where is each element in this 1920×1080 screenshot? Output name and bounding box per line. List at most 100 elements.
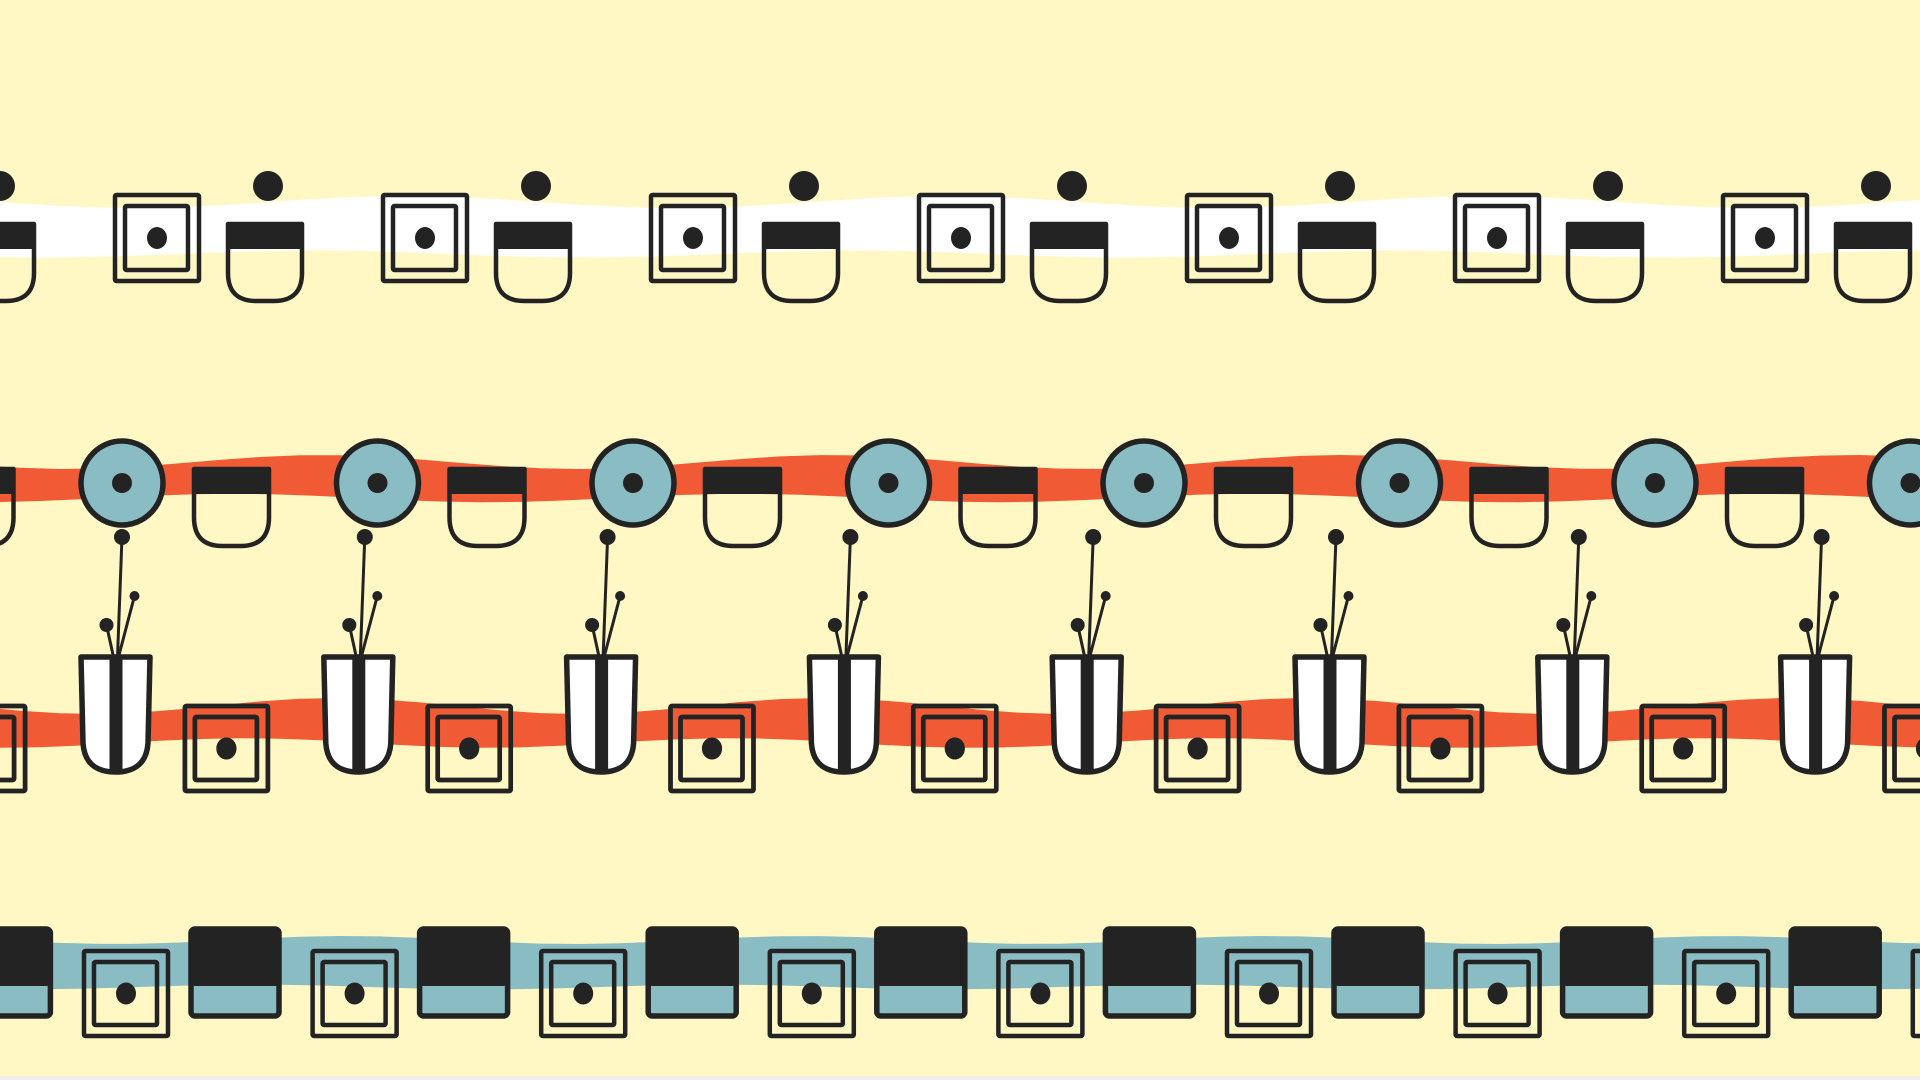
cup xyxy=(1297,221,1377,304)
block-top xyxy=(1562,929,1651,986)
red-band xyxy=(0,698,1920,748)
stem-bud xyxy=(615,591,626,601)
cup xyxy=(493,221,573,304)
stem xyxy=(359,595,379,658)
outer-square xyxy=(1224,948,1314,1039)
dot xyxy=(1593,171,1623,201)
dot xyxy=(1325,171,1355,201)
center-dot xyxy=(1673,737,1694,760)
outer-square xyxy=(910,703,999,794)
stem xyxy=(1087,536,1095,658)
black-block xyxy=(1788,926,1882,1019)
block-top xyxy=(1334,929,1422,986)
cup xyxy=(1833,221,1913,304)
concentric-square xyxy=(910,703,999,794)
block-top xyxy=(1105,929,1194,986)
cup xyxy=(958,466,1038,549)
cup xyxy=(702,466,783,549)
center-dot xyxy=(459,737,480,760)
block-top xyxy=(0,929,51,986)
inner-square xyxy=(920,714,988,783)
cup-outline xyxy=(761,221,841,304)
concentric-square xyxy=(996,948,1085,1039)
block-top xyxy=(648,929,737,986)
outer-square xyxy=(668,703,756,794)
inner-square xyxy=(1406,714,1474,783)
blue-circle xyxy=(1866,438,1920,528)
concentric-square xyxy=(112,192,202,284)
cup-outline xyxy=(1469,466,1549,549)
inner-square xyxy=(1730,203,1799,273)
stem-bud xyxy=(1328,529,1344,545)
blue-circle xyxy=(1100,438,1188,528)
inner-square xyxy=(1234,959,1303,1028)
stem-bud xyxy=(1070,618,1085,632)
dot xyxy=(789,171,819,201)
inner-square xyxy=(658,203,727,273)
cup xyxy=(225,221,305,304)
outer-square xyxy=(1453,948,1542,1039)
cup xyxy=(761,221,841,304)
cup-outline xyxy=(1213,466,1294,549)
stem-bud xyxy=(372,591,383,601)
stem xyxy=(1815,536,1824,658)
concentric-square xyxy=(1224,948,1314,1039)
center-dot xyxy=(1487,982,1508,1005)
stem xyxy=(602,595,622,658)
center-dot xyxy=(1487,227,1507,249)
outer-square xyxy=(112,192,202,284)
stem xyxy=(1330,536,1338,658)
block-top xyxy=(419,929,508,986)
cup-rim xyxy=(0,469,14,494)
inner-square xyxy=(192,714,260,783)
stem-bud xyxy=(827,618,842,632)
inner-square xyxy=(1163,714,1231,783)
black-block xyxy=(0,926,54,1019)
circle-dot xyxy=(623,473,643,493)
stem xyxy=(1088,595,1108,658)
concentric-square xyxy=(380,192,470,284)
vase-stripe xyxy=(1566,657,1580,770)
blue-circle xyxy=(78,438,166,528)
stem-bud xyxy=(1570,529,1587,545)
outer-square xyxy=(1396,703,1485,794)
outer-square xyxy=(1720,192,1810,284)
circle-dot xyxy=(112,473,132,493)
center-dot xyxy=(1219,227,1239,249)
center-dot xyxy=(701,737,722,760)
inner-square xyxy=(548,959,617,1028)
center-dot xyxy=(1259,982,1279,1005)
blue-circle xyxy=(1611,438,1699,528)
vase-stripe xyxy=(1323,657,1337,770)
striped-vase xyxy=(806,529,882,775)
center-dot xyxy=(573,982,594,1005)
center-dot xyxy=(801,982,822,1005)
concentric-square xyxy=(1184,192,1274,284)
inner-square xyxy=(435,714,502,783)
stem-bud xyxy=(1556,618,1571,632)
concentric-square xyxy=(767,948,857,1039)
dot xyxy=(1057,171,1087,201)
center-dot xyxy=(1187,737,1208,760)
cup-rim xyxy=(1836,224,1910,249)
inner-square xyxy=(1892,714,1920,783)
outer-square xyxy=(996,948,1085,1039)
vase-stripe xyxy=(1080,657,1094,770)
outer-square xyxy=(1452,192,1542,284)
concentric-square xyxy=(310,948,399,1039)
cup xyxy=(0,221,37,304)
black-block xyxy=(874,926,968,1019)
dot xyxy=(0,171,15,201)
black-block xyxy=(416,926,511,1019)
stem-bud xyxy=(1100,591,1111,601)
cup-outline xyxy=(0,221,37,304)
outer-square xyxy=(380,192,470,284)
outer-square xyxy=(1153,703,1242,794)
center-dot xyxy=(1716,982,1737,1005)
cup-rim xyxy=(1032,224,1106,249)
circle-dot xyxy=(367,473,388,493)
cup-outline xyxy=(493,221,573,304)
stem-bud xyxy=(842,529,859,545)
center-dot xyxy=(951,227,971,249)
inner-square xyxy=(0,714,17,783)
